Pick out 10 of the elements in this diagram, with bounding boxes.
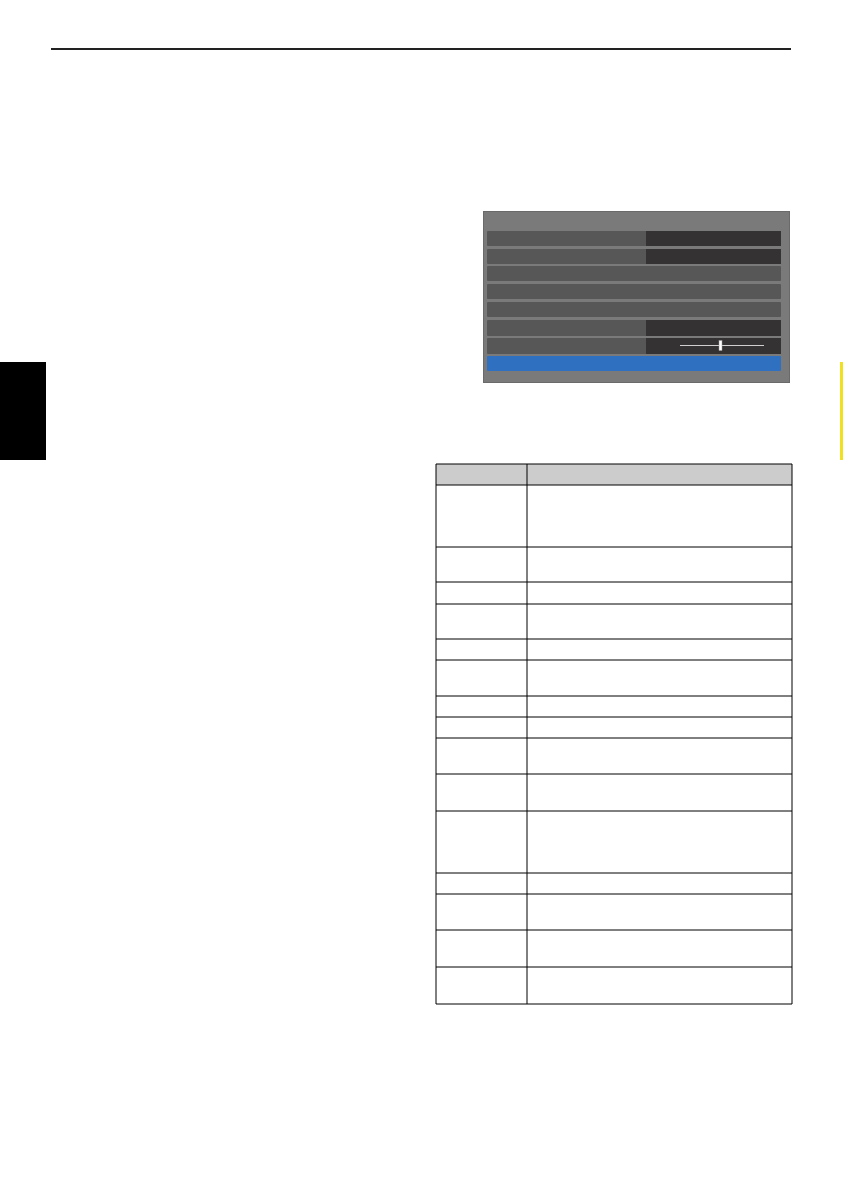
- menu-row: [487, 231, 781, 246]
- menu-row: [487, 266, 781, 281]
- menu-row: [487, 302, 781, 317]
- highlighted-menu-row: [487, 356, 781, 371]
- menu-row: [487, 320, 781, 336]
- side-tab: [0, 362, 46, 460]
- menu-row: [487, 284, 781, 299]
- menu-row: [487, 338, 781, 354]
- menu-row: [487, 249, 781, 264]
- menu-panel: [483, 211, 790, 383]
